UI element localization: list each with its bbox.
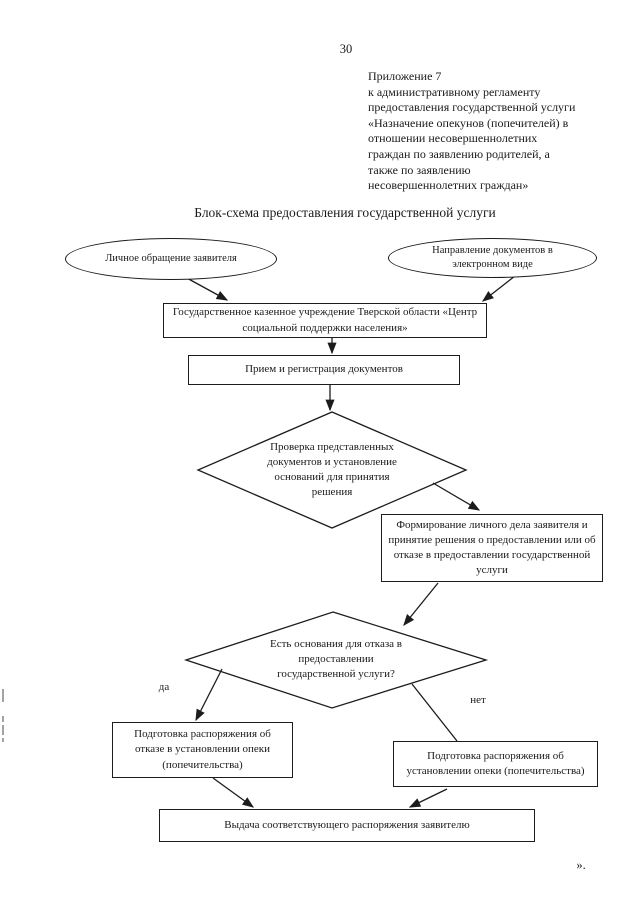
- page-number: 30: [339, 42, 353, 56]
- flow-node-check-documents: Проверка представленных документов и уст…: [267, 440, 397, 499]
- flow-node-refusal-decision: Есть основания для отказа в предоставлен…: [269, 637, 403, 681]
- flow-node-order-refusal: Подготовка распоряжения об отказе в уста…: [112, 722, 293, 778]
- flow-node-order-approval: Подготовка распоряжения об установлении …: [393, 741, 598, 787]
- branch-label-yes: да: [158, 681, 170, 693]
- diamond-refusal-decision: [183, 611, 489, 709]
- diamond-check-documents: [196, 411, 468, 529]
- flow-node-issuance: Выдача соответствующего распоряжения зая…: [159, 809, 535, 842]
- connector-lines: [184, 275, 516, 808]
- flow-node-case-formation: Формирование личного дела заявителя и пр…: [381, 514, 603, 582]
- closing-quote-mark: ».: [576, 858, 586, 872]
- flow-node-institution: Государственное казенное учреждение Твер…: [163, 303, 487, 338]
- branch-label-no: нет: [470, 694, 486, 706]
- appendix-reference: Приложение 7 к административному регламе…: [368, 69, 576, 193]
- diagram-title: Блок-схема предоставления государственно…: [194, 205, 496, 220]
- flow-node-reception: Прием и регистрация документов: [188, 355, 460, 385]
- flow-node-electronic-submission: Направление документов в электронном вид…: [388, 238, 597, 278]
- flow-node-personal-application: Личное обращение заявителя: [65, 238, 277, 280]
